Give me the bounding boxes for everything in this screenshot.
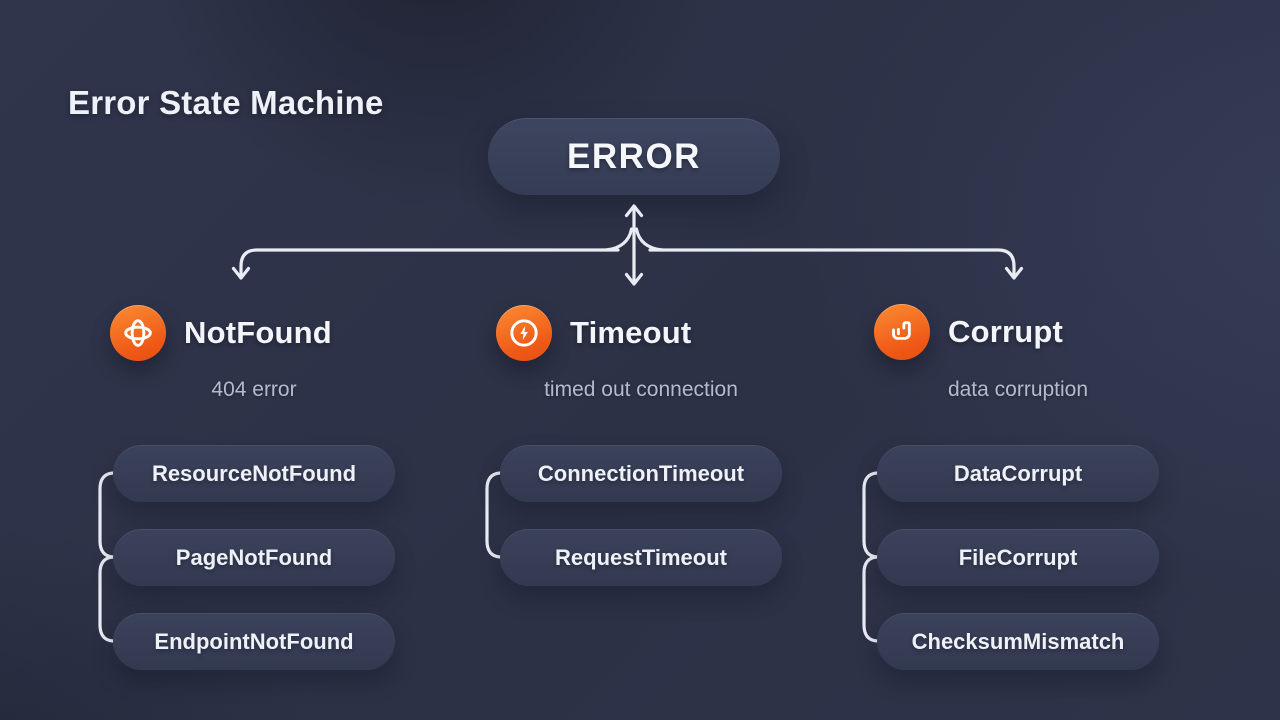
state-node-resourcenotfound: ResourceNotFound [113,445,395,502]
arrowhead-up [624,204,644,218]
state-node-filecorrupt: FileCorrupt [877,529,1159,586]
brace-col3-top [862,471,879,559]
brace-col2 [485,471,502,559]
state-node-endpointnotfound: EndpointNotFound [113,613,395,670]
branch-title-notfound: NotFound [184,315,332,350]
state-node-requesttimeout: RequestTimeout [500,529,782,586]
branch-header-notfound: NotFound [110,305,332,361]
arrowhead-down-center [624,272,644,286]
corrupt-data-icon [874,304,930,360]
brace-col1-bottom [98,555,115,643]
arrowhead-down-left [231,266,251,280]
branch-subtitle-corrupt: data corruption [947,378,1089,401]
root-node-error: ERROR [488,118,780,195]
branch-header-timeout: Timeout [496,305,691,361]
branch-line-left [239,248,620,279]
orbit-icon [110,305,166,361]
branch-subtitle-notfound: 404 error [211,378,297,401]
state-node-checksummismatch: ChecksumMismatch [877,613,1159,670]
branch-header-corrupt: Corrupt [874,304,1063,360]
branch-subtitle-timeout: timed out connection [544,378,738,401]
branch-line-right [648,248,1016,279]
page-title: Error State Machine [68,84,384,121]
brace-col1-top [98,471,115,559]
root-node-label: ERROR [567,136,701,176]
branch-title-corrupt: Corrupt [948,314,1064,349]
brace-col3-bottom [862,555,879,643]
arrowhead-down-right [1004,266,1024,280]
state-node-pagenotfound: PageNotFound [113,529,395,586]
state-node-connectiontimeout: ConnectionTimeout [500,445,782,502]
state-node-datacorrupt: DataCorrupt [877,445,1159,502]
bolt-circle-icon [496,305,552,361]
branch-title-timeout: Timeout [570,315,692,350]
